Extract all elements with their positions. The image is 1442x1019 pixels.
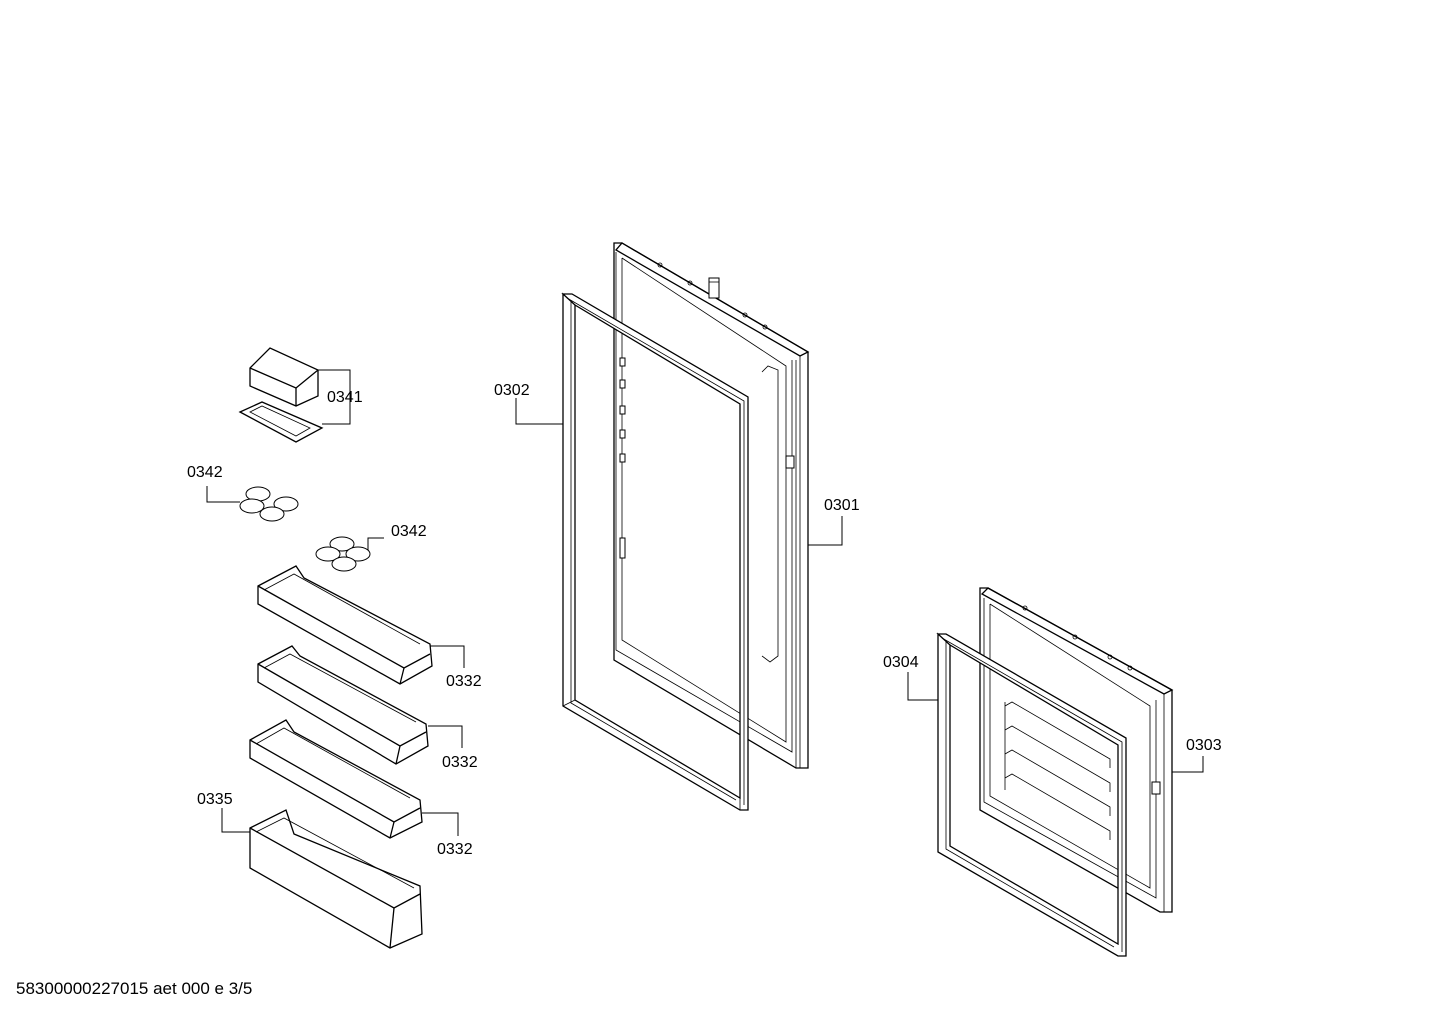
callout-0303: 0303 (1186, 737, 1222, 754)
leader-lines (206, 369, 1204, 836)
part-0301-fridge-door (613, 242, 810, 769)
callout-0335: 0335 (197, 791, 233, 808)
callout-0332-2: 0332 (442, 754, 478, 771)
part-0303-freezer-door (979, 587, 1174, 913)
part-0341-butter-box (238, 347, 324, 443)
freezer-door-ribs (1004, 701, 1111, 840)
callout-0302: 0302 (494, 382, 530, 399)
part-0332-door-shelf-3 (249, 719, 423, 839)
part-0342-egg-tray-upper (239, 486, 299, 522)
part-0304-freezer-door-gasket (936, 632, 1127, 957)
door-hinge-slots (619, 262, 768, 559)
part-0342-egg-tray-lower (315, 536, 371, 572)
callout-0332-3: 0332 (437, 841, 473, 858)
part-0332-door-shelf-2 (257, 645, 429, 765)
callout-0342-upper: 0342 (187, 464, 223, 481)
part-0302-fridge-door-gasket (561, 292, 749, 811)
callout-0304: 0304 (883, 654, 919, 671)
callout-0301: 0301 (824, 497, 860, 514)
callout-0332-1: 0332 (446, 673, 482, 690)
part-0335-bottle-shelf (249, 809, 423, 949)
document-id-footer: 58300000227015 aet 000 e 3/5 (16, 979, 253, 998)
callout-0341: 0341 (327, 389, 363, 406)
part-0332-door-shelf-1 (257, 565, 433, 685)
callout-0342-lower: 0342 (391, 523, 427, 540)
